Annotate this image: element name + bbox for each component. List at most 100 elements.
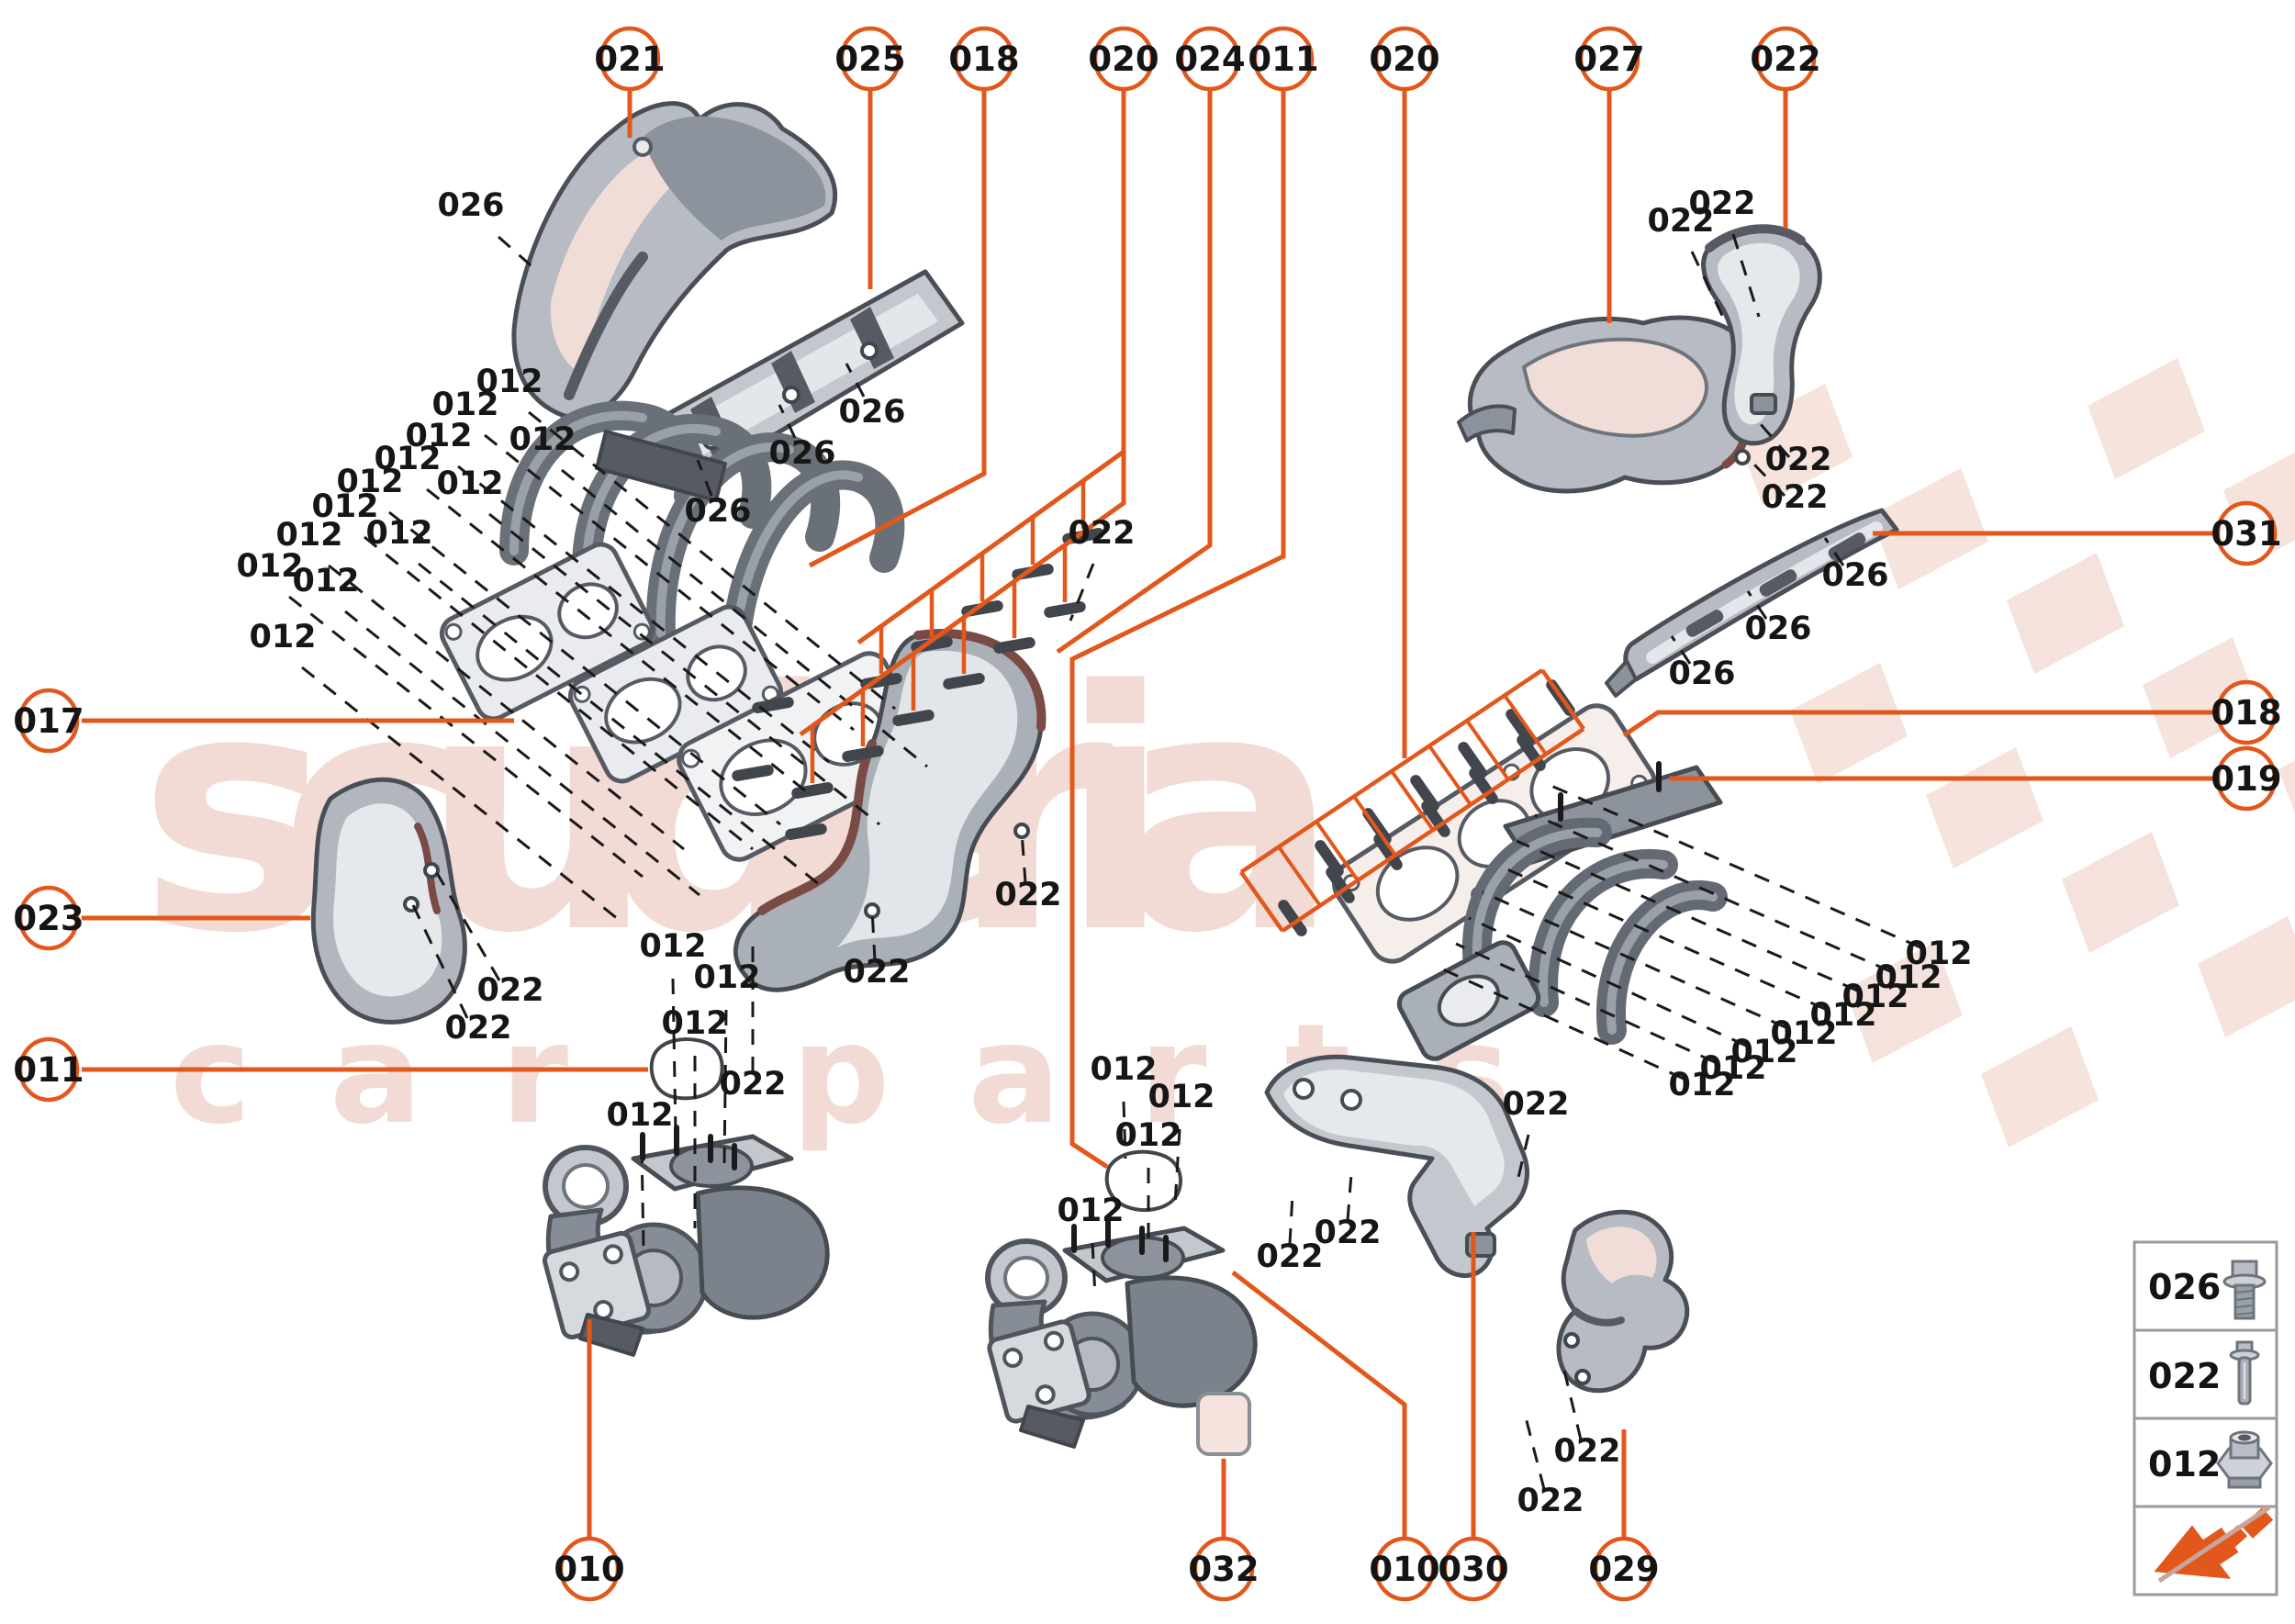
part-label-012: 012 bbox=[365, 515, 432, 552]
prev-page-arrow-icon bbox=[2154, 1505, 2274, 1584]
part-label-022: 022 bbox=[476, 972, 543, 1009]
part-label-022: 022 bbox=[1517, 1483, 1584, 1519]
orange-leader-lines bbox=[82, 89, 2215, 1538]
callout-023[interactable]: 023 bbox=[13, 885, 84, 951]
part-label-012: 012 bbox=[476, 364, 543, 400]
part-label-022: 022 bbox=[1647, 203, 1714, 240]
legend-label-012: 012 bbox=[2148, 1444, 2221, 1484]
flange-nut-icon bbox=[2216, 1430, 2273, 1489]
callout-025[interactable]: 025 bbox=[834, 26, 906, 92]
part-label-012: 012 bbox=[693, 959, 760, 996]
watermark-word-car: car bbox=[170, 995, 646, 1155]
part-label-022: 022 bbox=[843, 954, 910, 991]
legend-row-022[interactable]: 022 bbox=[2148, 1340, 2260, 1406]
part-label-022: 022 bbox=[719, 1066, 786, 1103]
hex-bolt-icon bbox=[2222, 1260, 2267, 1320]
part-label-012: 012 bbox=[236, 548, 303, 585]
callout-019[interactable]: 019 bbox=[2211, 745, 2282, 812]
part-label-012: 012 bbox=[1875, 959, 1942, 996]
callout-020[interactable]: 020 bbox=[1369, 26, 1440, 92]
legend-label-022: 022 bbox=[2148, 1356, 2221, 1396]
part-number-labels: 0260260260260260260260220220220220220220… bbox=[236, 185, 1972, 1519]
part-label-022: 022 bbox=[1553, 1433, 1620, 1470]
callout-021[interactable]: 021 bbox=[594, 26, 666, 92]
callout-022[interactable]: 022 bbox=[1750, 26, 1821, 92]
dashed-leader-lines bbox=[288, 233, 1921, 1490]
part-label-012: 012 bbox=[1770, 1015, 1837, 1052]
part-label-012: 012 bbox=[311, 488, 378, 525]
callout-label: 027 bbox=[1573, 39, 1644, 79]
callout-label: 032 bbox=[1188, 1550, 1259, 1589]
part-label-022: 022 bbox=[1314, 1215, 1381, 1251]
callout-030[interactable]: 030 bbox=[1438, 1536, 1509, 1602]
callout-010[interactable]: 010 bbox=[1369, 1536, 1440, 1602]
long-screw-icon bbox=[2229, 1340, 2260, 1406]
part-label-012: 012 bbox=[661, 1005, 728, 1042]
callout-label: 020 bbox=[1369, 39, 1439, 79]
part-label-026: 026 bbox=[1821, 557, 1888, 594]
callout-031[interactable]: 031 bbox=[2211, 500, 2282, 566]
legend-row-prev-page[interactable] bbox=[2154, 1505, 2274, 1584]
callout-label: 031 bbox=[2211, 514, 2281, 554]
part-label-012: 012 bbox=[1668, 1067, 1735, 1103]
callout-020[interactable]: 020 bbox=[1088, 26, 1159, 92]
manifold-gaskets-017-018-part bbox=[439, 542, 932, 862]
part-label-012: 012 bbox=[374, 441, 441, 477]
part-label-012: 012 bbox=[1114, 1117, 1181, 1154]
callout-010[interactable]: 010 bbox=[554, 1536, 625, 1602]
callout-label: 030 bbox=[1438, 1550, 1508, 1589]
small-heat-shield-023-part bbox=[310, 777, 467, 1025]
callout-label: 010 bbox=[1369, 1550, 1439, 1589]
right-turbocharger-010-part bbox=[985, 1216, 1258, 1449]
part-label-012: 012 bbox=[639, 928, 706, 965]
callout-017[interactable]: 017 bbox=[13, 688, 84, 754]
turbo-gasket-011-left-part bbox=[649, 1037, 724, 1101]
part-label-022: 022 bbox=[1502, 1086, 1569, 1123]
part-label-026: 026 bbox=[768, 435, 835, 472]
part-label-026: 026 bbox=[437, 187, 504, 224]
lower-heat-shield-029-part bbox=[1556, 1209, 1690, 1394]
catalyst-heat-shield-027-part bbox=[1457, 315, 1762, 494]
part-label-022: 022 bbox=[1761, 479, 1828, 516]
callout-label: 011 bbox=[1248, 39, 1318, 79]
part-label-022: 022 bbox=[1764, 442, 1831, 478]
part-label-022: 022 bbox=[1256, 1238, 1323, 1275]
callout-label: 020 bbox=[1088, 39, 1159, 79]
callout-label: 019 bbox=[2211, 759, 2281, 799]
callout-label: 022 bbox=[1750, 39, 1820, 79]
part-label-022: 022 bbox=[444, 1010, 511, 1047]
part-label-012: 012 bbox=[1699, 1050, 1766, 1087]
legend-row-026[interactable]: 026 bbox=[2148, 1260, 2267, 1320]
left-turbocharger-010-part bbox=[542, 1125, 830, 1357]
callout-018[interactable]: 018 bbox=[2211, 679, 2282, 745]
part-label-012: 012 bbox=[1905, 935, 1972, 972]
callout-032[interactable]: 032 bbox=[1188, 1536, 1259, 1602]
center-heat-shield-024-part bbox=[733, 629, 1047, 992]
part-label-026: 026 bbox=[1744, 610, 1811, 647]
part-label-022: 022 bbox=[1688, 185, 1755, 222]
callout-018[interactable]: 018 bbox=[948, 26, 1020, 92]
small-heat-shield-022-part bbox=[1701, 224, 1822, 446]
part-label-012: 012 bbox=[606, 1097, 673, 1134]
part-label-022: 022 bbox=[994, 877, 1061, 913]
part-label-012: 012 bbox=[292, 563, 359, 599]
callout-label: 029 bbox=[1588, 1550, 1659, 1589]
part-label-012: 012 bbox=[1730, 1034, 1797, 1070]
part-label-012: 012 bbox=[275, 517, 342, 554]
part-label-012: 012 bbox=[431, 386, 498, 423]
part-label-026: 026 bbox=[838, 394, 905, 431]
callout-011[interactable]: 011 bbox=[1248, 26, 1319, 92]
callout-027[interactable]: 027 bbox=[1573, 26, 1645, 92]
part-label-012: 012 bbox=[436, 465, 503, 502]
part-label-012: 012 bbox=[1842, 979, 1909, 1015]
legend-row-012[interactable]: 012 bbox=[2148, 1430, 2273, 1489]
callout-024[interactable]: 024 bbox=[1174, 26, 1246, 92]
part-label-026: 026 bbox=[684, 493, 751, 530]
parts-artwork bbox=[310, 101, 1899, 1456]
callout-011[interactable]: 011 bbox=[13, 1036, 84, 1103]
callout-label: 023 bbox=[13, 899, 84, 938]
part-label-012: 012 bbox=[509, 421, 576, 458]
callout-029[interactable]: 029 bbox=[1588, 1536, 1660, 1602]
